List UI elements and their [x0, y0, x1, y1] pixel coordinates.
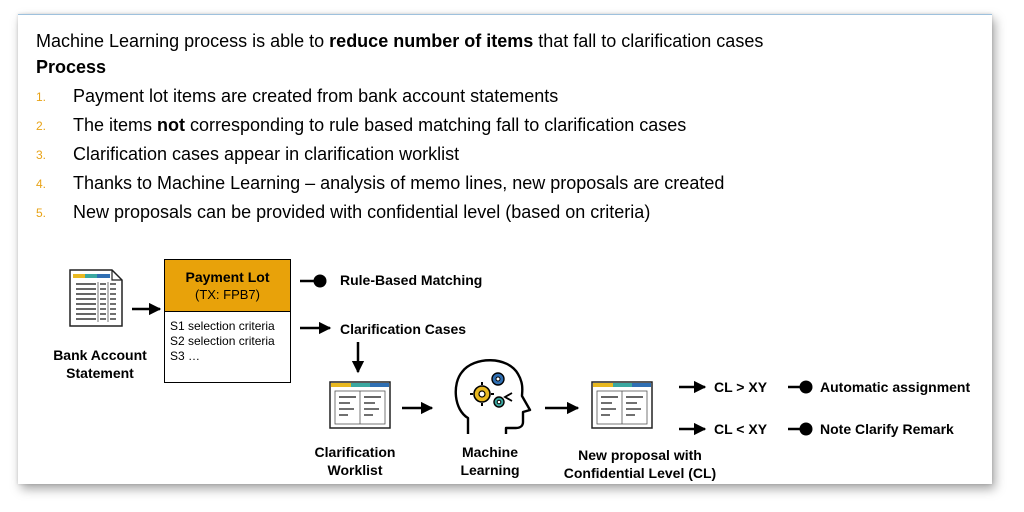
- criteria-item: S2 selection criteria: [170, 334, 275, 348]
- step-text-end: corresponding to rule based matching fal…: [185, 115, 687, 135]
- bank-statement-label-line1: Bank Account: [53, 347, 147, 363]
- headline-bold: reduce number of items: [329, 31, 534, 51]
- headline-text: Machine Learning process is able to: [36, 31, 330, 51]
- step-number: 4.: [36, 177, 47, 191]
- dot-note: [799, 422, 813, 436]
- step-text: The items not corresponding to rule base…: [73, 115, 686, 136]
- step-number: 1.: [36, 90, 47, 104]
- step-text-bold: not: [157, 115, 186, 135]
- criteria-item: S3 …: [170, 349, 201, 363]
- cl-less-label: CL < XY: [714, 421, 768, 437]
- dot-rule-based: [313, 274, 327, 288]
- ml-label-line1: Machine: [461, 444, 518, 460]
- worklist-label-line1: Clarification: [314, 444, 396, 460]
- clarification-cases-label: Clarification Cases: [340, 321, 467, 337]
- proposal-window-icon: [591, 381, 653, 429]
- bank-statement-label-line2: Statement: [66, 365, 134, 381]
- payment-lot-criteria: S1 selection criteria S2 selection crite…: [165, 312, 290, 364]
- slide-card: [18, 14, 992, 484]
- step-number: 5.: [36, 206, 47, 220]
- ml-label-line2: Learning: [460, 462, 520, 478]
- payment-lot-header: Payment Lot (TX: FPB7): [165, 260, 290, 312]
- clarification-worklist-label: Clarification Worklist: [300, 443, 410, 479]
- step-text: Clarification cases appear in clarificat…: [73, 144, 460, 164]
- rule-based-matching-label: Rule-Based Matching: [340, 272, 483, 288]
- payment-lot-title: Payment Lot: [185, 269, 270, 285]
- step-text: Payment lot items are created from bank …: [73, 86, 559, 106]
- step-text: Thanks to Machine Learning – analysis of…: [73, 173, 725, 193]
- step-number: 3.: [36, 148, 47, 162]
- top-divider: [18, 14, 992, 15]
- proposal-label-line2: Confidential Level (CL): [563, 465, 717, 481]
- automatic-assignment-label: Automatic assignment: [820, 379, 971, 395]
- bank-statement-icon: [69, 269, 123, 327]
- dot-auto: [799, 380, 813, 394]
- bank-statement-label: Bank Account Statement: [44, 346, 156, 382]
- machine-learning-head-icon: [454, 359, 532, 434]
- step-text: New proposals can be provided with confi…: [73, 202, 651, 222]
- worklist-window-icon: [329, 381, 391, 429]
- payment-lot-subtitle: (TX: FPB7): [194, 287, 260, 302]
- cl-greater-label: CL > XY: [714, 379, 768, 395]
- step-text-start: The items: [73, 115, 158, 135]
- machine-learning-label: Machine Learning: [440, 443, 540, 479]
- worklist-label-line2: Worklist: [327, 462, 383, 478]
- step-number: 2.: [36, 119, 47, 133]
- headline: Machine Learning process is able to redu…: [36, 31, 763, 52]
- proposal-label-line1: New proposal with: [578, 447, 702, 463]
- headline-text-end: that fall to clarification cases: [533, 31, 764, 51]
- note-clarify-remark-label: Note Clarify Remark: [820, 421, 954, 437]
- process-title: Process: [36, 57, 107, 77]
- payment-lot-box: Payment Lot (TX: FPB7) S1 selection crit…: [164, 259, 291, 383]
- criteria-item: S1 selection criteria: [170, 319, 275, 333]
- new-proposal-label: New proposal with Confidential Level (CL…: [540, 446, 740, 482]
